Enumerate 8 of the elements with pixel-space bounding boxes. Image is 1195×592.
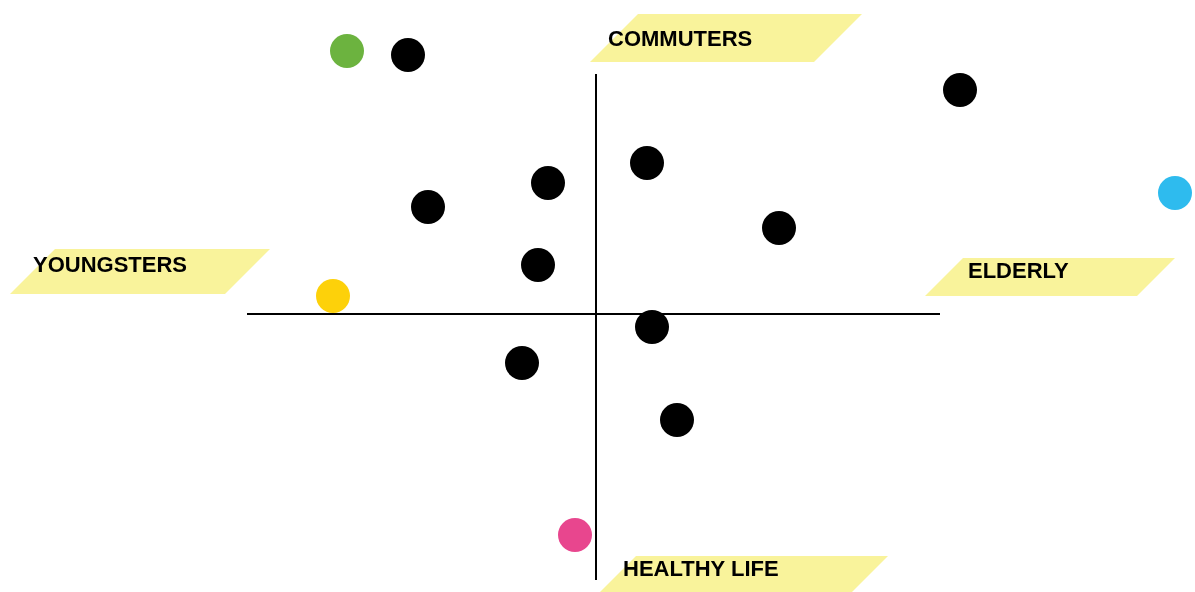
sticky-note-label xyxy=(925,258,1175,296)
axis-label: ELDERLY xyxy=(968,258,1069,284)
axis-label: COMMUTERS xyxy=(608,26,753,52)
sticky-note-label xyxy=(600,556,888,592)
axis-label: HEALTHY LIFE xyxy=(623,556,779,582)
axis-label: YOUNGSTERS xyxy=(33,252,188,278)
sticky-note-label xyxy=(10,249,270,294)
sticky-note-label xyxy=(590,14,862,62)
